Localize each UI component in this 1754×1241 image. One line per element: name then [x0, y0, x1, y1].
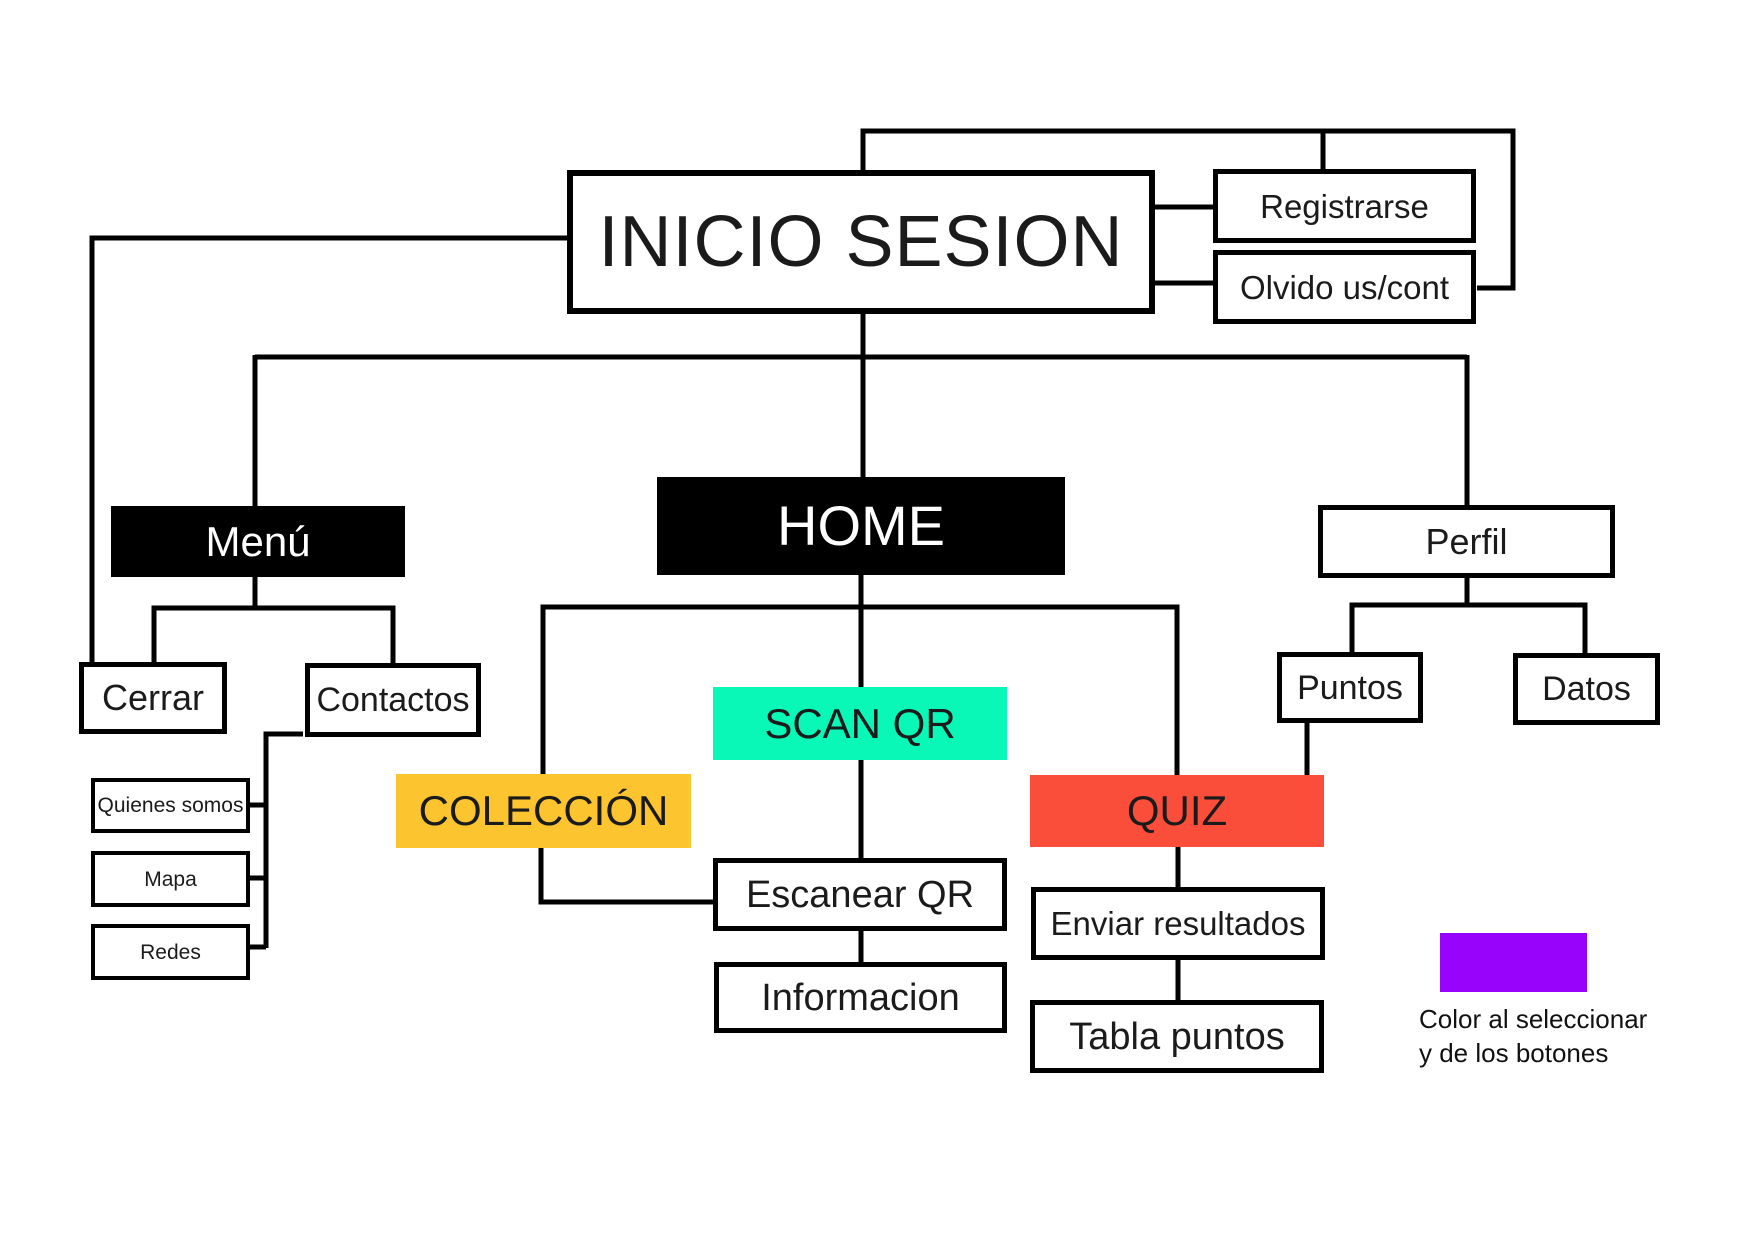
node-cerrar[interactable]: Cerrar: [79, 662, 227, 734]
connector-inicio-cerrar: [89, 235, 567, 666]
node-olvido-usuario-contrasena[interactable]: Olvido us/cont: [1213, 250, 1476, 324]
node-label: Mapa: [144, 867, 197, 891]
connector-perfil-bracket: [1349, 576, 1588, 655]
node-label: Quienes somos: [97, 794, 244, 817]
legend-caption: Color al seleccionar y de los botones: [1419, 1002, 1679, 1071]
node-label: QUIZ: [1126, 787, 1228, 834]
node-contactos[interactable]: Contactos: [305, 663, 481, 737]
node-label: HOME: [777, 494, 945, 557]
node-label: Menú: [205, 517, 311, 565]
node-label: Olvido us/cont: [1239, 268, 1450, 306]
node-informacion[interactable]: Informacion: [714, 962, 1007, 1033]
node-label: Puntos: [1297, 668, 1403, 707]
legend-caption-line2: y de los botones: [1419, 1038, 1609, 1069]
node-inicio-sesion[interactable]: INICIO SESION: [567, 170, 1155, 314]
node-label: Informacion: [761, 976, 960, 1019]
node-home[interactable]: HOME: [657, 477, 1065, 575]
connector-menu-bracket: [151, 575, 396, 665]
node-scan-qr[interactable]: SCAN QR: [713, 687, 1007, 760]
node-label: Contactos: [316, 681, 470, 719]
node-datos[interactable]: Datos: [1513, 653, 1660, 725]
node-coleccion[interactable]: COLECCIÓN: [396, 774, 691, 848]
node-label: Perfil: [1425, 520, 1508, 562]
legend-color-swatch[interactable]: [1440, 933, 1587, 992]
connector-contactos-elbow: [250, 731, 303, 950]
node-label: SCAN QR: [764, 699, 956, 747]
node-perfil[interactable]: Perfil: [1318, 505, 1615, 578]
node-label: Escanear QR: [745, 873, 975, 916]
node-quiz[interactable]: QUIZ: [1030, 775, 1324, 847]
node-puntos[interactable]: Puntos: [1277, 652, 1423, 723]
node-registrarse[interactable]: Registrarse: [1213, 169, 1476, 243]
node-label: Datos: [1542, 670, 1631, 708]
node-enviar-resultados[interactable]: Enviar resultados: [1031, 887, 1325, 960]
node-label: Enviar resultados: [1050, 905, 1306, 942]
node-mapa[interactable]: Mapa: [91, 851, 250, 907]
node-label: Redes: [140, 940, 201, 964]
node-label: Cerrar: [101, 677, 204, 718]
connector-home-bracket: [540, 604, 1180, 778]
node-redes[interactable]: Redes: [91, 924, 250, 980]
node-menu[interactable]: Menú: [111, 506, 405, 577]
node-label: Tabla puntos: [1069, 1015, 1285, 1058]
node-tabla-puntos[interactable]: Tabla puntos: [1030, 1000, 1324, 1073]
node-label: COLECCIÓN: [418, 787, 669, 834]
connector-top-bracket: [860, 128, 1516, 291]
node-escanear-qr[interactable]: Escanear QR: [713, 858, 1007, 931]
node-label: INICIO SESION: [598, 202, 1124, 282]
connector-coleccion-escanear: [538, 846, 716, 905]
node-label: Registrarse: [1260, 187, 1429, 225]
legend-caption-line1: Color al seleccionar: [1419, 1004, 1648, 1034]
node-quienes-somos[interactable]: Quienes somos: [91, 778, 250, 833]
